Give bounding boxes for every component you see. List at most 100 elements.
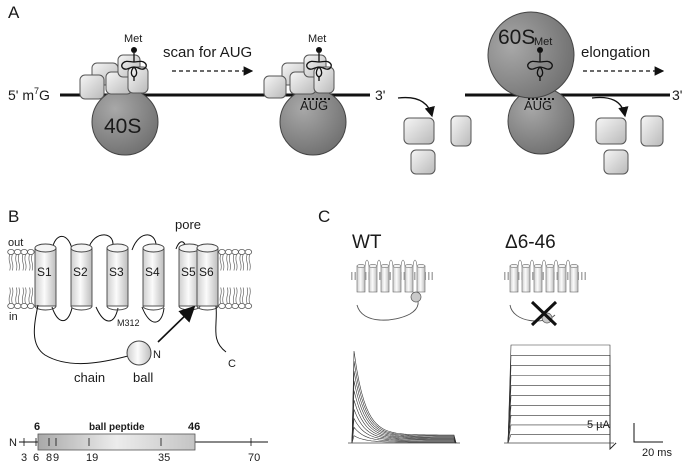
ball-peptide-bar: [37, 433, 196, 451]
current-trace: [507, 365, 617, 450]
current-trace: [351, 435, 457, 444]
lipid-molecule: [224, 287, 233, 310]
scan-label: scan for AUG: [163, 44, 252, 61]
current-trace: [507, 433, 617, 450]
scale-time-label: 20 ms: [642, 447, 672, 459]
factor-release-arrow: [397, 96, 435, 118]
segment-label: S1: [37, 265, 52, 279]
map-end-residue: 46: [188, 421, 200, 433]
mini-segment: [368, 264, 378, 293]
segment-label: S2: [73, 265, 88, 279]
initiation-factor: [313, 66, 335, 94]
segment-label: S3: [109, 265, 124, 279]
mini-segment: [380, 264, 390, 293]
elongation-label: elongation: [581, 44, 650, 61]
mini-segment: [509, 264, 519, 293]
mrna-three-prime-right: 3': [672, 87, 682, 103]
ribosome-60s-label: 60S: [498, 26, 535, 49]
segment-s2: S2: [70, 243, 93, 311]
n-terminus-label: N: [153, 349, 161, 361]
lipid-molecule: [238, 287, 246, 310]
current-trace: [351, 361, 457, 444]
released-factor: [410, 149, 436, 175]
mutant-label: Δ6-46: [505, 232, 556, 253]
lipid-molecule: [7, 287, 15, 310]
lipid-molecule: [20, 287, 28, 310]
intracellular-loop: [51, 306, 73, 322]
map-tick: 70: [248, 438, 260, 464]
ball-label: ball: [133, 370, 153, 385]
ball-peptide-title: ball peptide: [89, 422, 145, 433]
lipid-molecule: [7, 248, 15, 271]
map-tick-label: 9: [53, 452, 59, 464]
aug-label-left: AUG: [300, 98, 328, 113]
ribosome-40s-label: 40S: [104, 115, 141, 138]
mutant-current-traces: [504, 344, 617, 450]
pore-label: pore: [175, 217, 201, 232]
released-factor: [595, 117, 627, 145]
released-factor: [403, 117, 435, 145]
mini-segment: [569, 264, 579, 293]
mini-segment: [404, 264, 414, 293]
mini-segment: [557, 264, 567, 293]
mrna-five-prime-label: 5' m7G: [8, 86, 50, 103]
lipid-molecule: [231, 248, 239, 271]
segment-s6: S6: [196, 243, 219, 311]
current-trace: [351, 417, 457, 444]
mini-segment: [533, 264, 543, 293]
met-label: Met: [308, 33, 326, 45]
lipid-molecule: [238, 248, 246, 271]
lipid-bilayer-left: [7, 248, 35, 310]
panel-c: C WT Δ6-46 5 µA 20 ms: [318, 207, 672, 459]
map-tick-label: 70: [248, 452, 260, 464]
scale-bar: [633, 423, 663, 443]
wt-label: WT: [352, 232, 382, 253]
current-trace: [351, 399, 457, 444]
map-tick: 35: [158, 438, 170, 464]
map-tick-label: 19: [86, 452, 98, 464]
chain-label: chain: [74, 370, 105, 385]
panel-b-label: B: [8, 207, 19, 226]
deletion-cross: [530, 300, 558, 327]
lipid-molecule: [244, 287, 253, 310]
intracellular-loop: [141, 306, 165, 323]
wt-channel-icon: [351, 259, 433, 293]
lipid-molecule: [218, 287, 226, 310]
initiation-factor: [263, 75, 287, 99]
map-tick: 9: [53, 438, 59, 464]
segment-label: S6: [199, 265, 214, 279]
chain-line: [33, 304, 129, 365]
panel-a: A 5' m7G 3' 40S Met scan for AUG AUG Met: [8, 3, 682, 175]
released-factor: [450, 115, 472, 147]
map-tick: 19: [86, 438, 98, 464]
c-terminus-label: C: [228, 358, 236, 370]
ball-insertion-arrow: [157, 305, 196, 343]
current-trace: [507, 375, 617, 450]
segment-s1: S1: [34, 243, 57, 311]
current-trace: [351, 370, 457, 444]
map-n-label: N: [9, 437, 17, 449]
map-tick: 8: [46, 438, 52, 464]
mrna-three-prime-left: 3': [375, 87, 385, 103]
wt-chain: [356, 296, 419, 321]
mini-segment: [416, 264, 426, 293]
current-trace: [507, 344, 617, 450]
lipid-molecule: [13, 248, 22, 271]
mutant-channel-icon: [504, 259, 586, 293]
current-trace: [351, 390, 457, 444]
ball-domain: [126, 340, 152, 366]
map-tick-label: 8: [46, 452, 52, 464]
released-factor: [640, 115, 664, 147]
lipid-molecule: [244, 248, 253, 271]
factor-release-arrow: [591, 96, 629, 118]
current-trace: [351, 350, 457, 444]
map-tick: 3: [21, 438, 27, 464]
met-label: Met: [534, 36, 552, 48]
map-start-residue: 6: [34, 421, 40, 433]
current-trace: [351, 380, 457, 444]
scale-current-label: 5 µA: [587, 419, 611, 431]
